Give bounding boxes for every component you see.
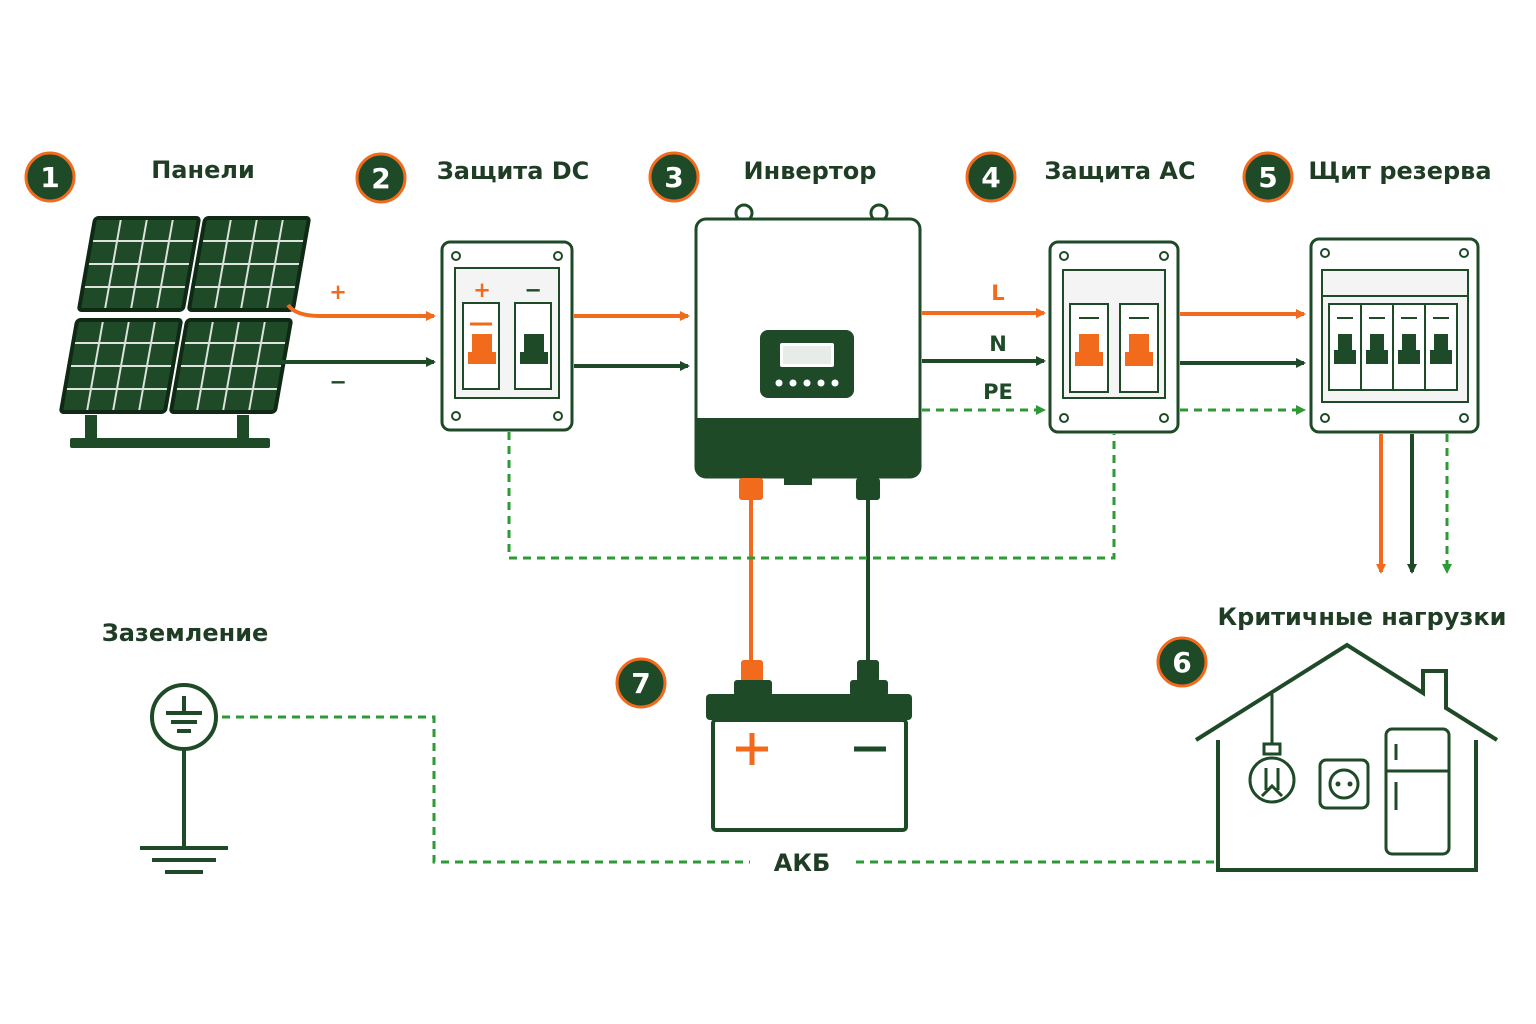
ac-breaker-icon (1048, 240, 1180, 434)
step-6-badge (1156, 636, 1208, 688)
ac-line-label: L (991, 281, 1004, 305)
load-wires (1376, 434, 1452, 574)
step-2-number: 2 (371, 162, 390, 195)
battery-icon (706, 660, 912, 832)
dc-wires-inverter (574, 311, 690, 371)
step-1-title: Панели (151, 156, 255, 184)
dc-breaker-plus: + (473, 278, 491, 302)
ac-neutral-label: N (989, 332, 1007, 356)
pe-bus-line (507, 432, 1116, 560)
step-2-badge (355, 152, 407, 204)
step-1-header: 1 Панели (24, 151, 255, 203)
lightbulb-icon (1248, 694, 1296, 804)
ac-wires-board (1180, 309, 1306, 415)
step-5-badge (1242, 151, 1294, 203)
dc-wires-panels: + − (280, 280, 436, 394)
house-icon (1194, 642, 1499, 872)
battery-cables (749, 500, 870, 662)
dc-plus-label: + (329, 280, 347, 304)
step-6-number: 6 (1172, 646, 1191, 679)
step-2-header: 2 Защита DC (355, 152, 590, 204)
dc-breaker-minus: − (524, 278, 542, 302)
step-5-header: 5 Щит резерва (1242, 151, 1492, 203)
step-3-header: 3 Инвертор (648, 151, 877, 203)
step-1-badge (24, 151, 76, 203)
ground-title: Заземление (102, 619, 269, 647)
step-3-number: 3 (664, 161, 683, 194)
step-7-badge (615, 657, 667, 709)
step-7-number: 7 (631, 667, 650, 700)
dc-minus-label: − (329, 370, 347, 394)
step-2-title: Защита DC (437, 157, 590, 185)
step-3-title: Инвертор (744, 157, 877, 185)
step-7-title: АКБ (774, 849, 830, 877)
solar-panel-icon (59, 216, 311, 448)
step-4-header: 4 Защита AC (965, 151, 1196, 203)
step-4-number: 4 (981, 161, 1000, 194)
step-5-number: 5 (1258, 161, 1277, 194)
step-5-title: Щит резерва (1308, 157, 1491, 185)
dc-breaker-icon: + − (440, 240, 574, 432)
ac-earth-label: PE (983, 380, 1013, 404)
inverter-icon (694, 203, 922, 500)
ground-line (222, 715, 1216, 864)
step-6-title: Критичные нагрузки (1218, 603, 1507, 631)
step-1-number: 1 (40, 161, 59, 194)
step-4-badge (965, 151, 1017, 203)
socket-icon (1318, 758, 1370, 810)
ac-wires-inverter: L N PE (922, 281, 1046, 415)
ground-icon (140, 683, 228, 874)
fridge-icon (1384, 727, 1451, 856)
distribution-board-icon (1309, 237, 1480, 434)
step-4-title: Защита AC (1044, 157, 1195, 185)
step-3-badge (648, 151, 700, 203)
